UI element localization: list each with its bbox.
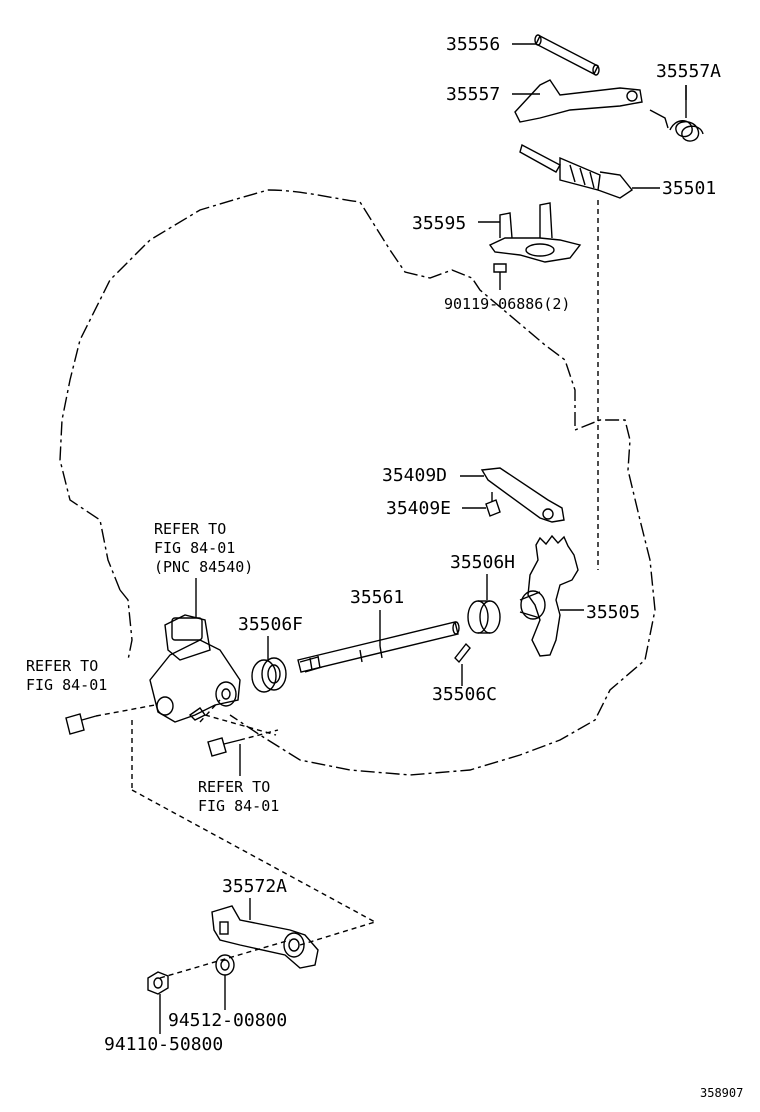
label-35409D: 35409D [382, 465, 448, 486]
ref-top-line2: FIG 84-01 [154, 538, 236, 557]
lever-35557 [514, 79, 643, 123]
neutral-start-switch [149, 614, 241, 723]
ref-bottom-line1: REFER TO [198, 778, 271, 796]
ref-left-line1: REFER TO [26, 657, 99, 675]
seal-35506F [251, 657, 287, 693]
detent-lever-35505 [519, 534, 579, 657]
case-lower-left [119, 589, 133, 661]
ref-note-left: REFER TO FIG 84-01 [26, 657, 107, 695]
label-35556: 35556 [446, 34, 501, 55]
label-94110: 94110-50800 [104, 1034, 224, 1055]
ref-top-line1: REFER TO [154, 520, 227, 538]
label-35501: 35501 [662, 178, 717, 199]
pin-35556 [534, 34, 600, 76]
ref-note-bottom: REFER TO FIG 84-01 [198, 778, 279, 816]
ref-top-line3: (PNC 84540) [154, 557, 254, 576]
label-94512: 94512-00800 [168, 1010, 288, 1031]
switch-bolt-left [65, 713, 97, 735]
figure-id: 358907 [700, 1086, 744, 1100]
label-90119: 90119-06886(2) [444, 295, 571, 313]
label-35506H: 35506H [450, 552, 516, 573]
switch-bolt-bottom [207, 737, 241, 757]
bolt-35409E [485, 492, 501, 517]
lever-35409D [480, 467, 565, 523]
bracket-35595 [488, 202, 582, 263]
label-35561: 35561 [350, 587, 405, 608]
label-35572A: 35572A [222, 876, 288, 897]
nut-94110 [147, 971, 169, 995]
rod-35501 [519, 143, 634, 199]
label-35506F: 35506F [238, 614, 304, 635]
label-35506C: 35506C [432, 684, 498, 705]
collar-35506H [467, 600, 501, 634]
assembly-lines [95, 699, 376, 979]
washer-94512 [215, 954, 235, 976]
transmission-case-outline [59, 189, 656, 776]
lever-35572A [211, 905, 319, 969]
ref-left-line2: FIG 84-01 [26, 675, 108, 694]
bolt-90119 [493, 263, 507, 290]
spring-35557A [649, 85, 704, 142]
label-35505: 35505 [586, 602, 641, 623]
label-35409E: 35409E [386, 498, 452, 519]
ref-bottom-line2: FIG 84-01 [198, 796, 280, 815]
pin-35506C [454, 642, 471, 664]
shaft-35561 [297, 621, 460, 673]
label-35557A: 35557A [656, 61, 722, 82]
label-35557: 35557 [446, 84, 501, 105]
ref-note-top: REFER TO FIG 84-01 (PNC 84540) [154, 520, 253, 576]
label-35595: 35595 [412, 213, 467, 234]
